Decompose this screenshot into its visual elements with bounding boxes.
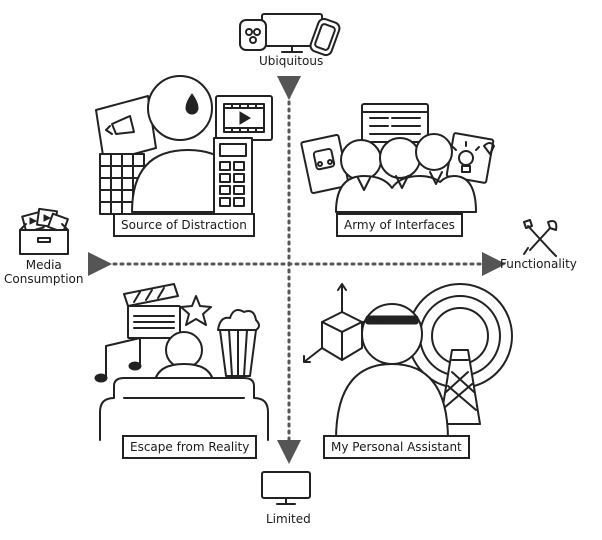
quadrant-label-bottom-right: My Personal Assistant [323,435,470,459]
quadrant-label-top-right: Army of Interfaces [336,213,463,237]
assistant-illustration [303,283,513,441]
monitor-icon [261,471,311,505]
tools-icon [523,219,558,257]
devices-icon [239,13,341,57]
quadrant-label-top-left: Source of Distraction [113,213,255,237]
interfaces-illustration [300,103,495,213]
media-box-icon [19,207,69,255]
quadrant-label-bottom-left: Escape from Reality [122,435,258,459]
escape-illustration [94,283,269,441]
axis-label-top: Ubiquitous [259,54,324,68]
axis-label-bottom: Limited [266,512,311,526]
distraction-illustration [95,75,273,215]
axis-label-left: Media Consumption [4,258,84,286]
axis-label-right: Functionality [500,257,577,271]
